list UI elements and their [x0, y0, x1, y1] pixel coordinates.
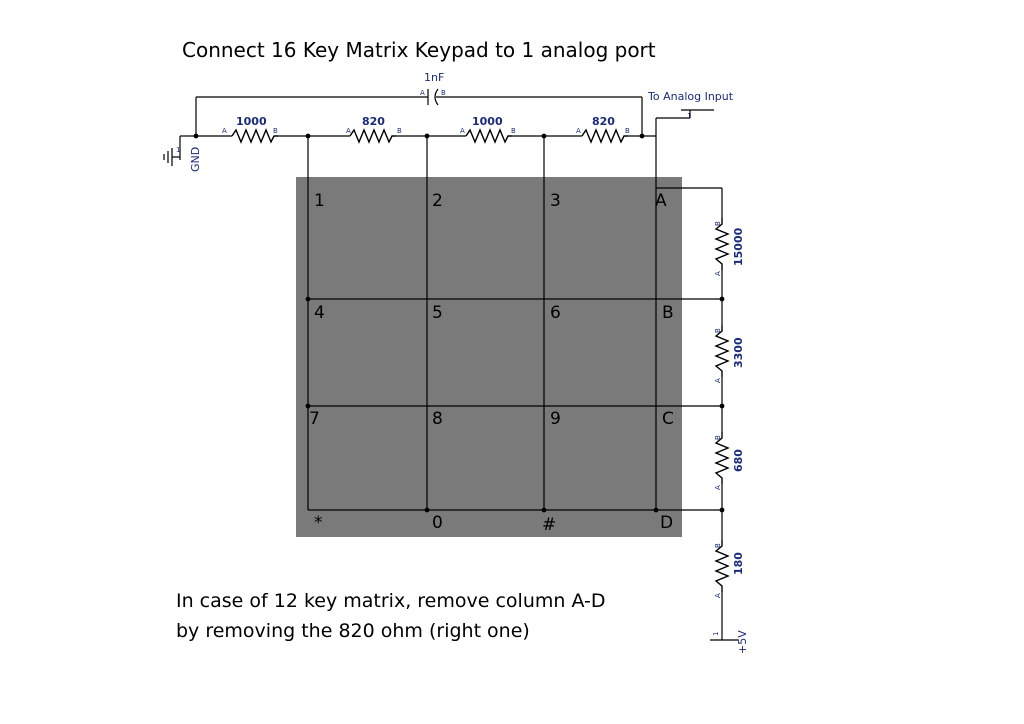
capacitor-value: 1nF	[424, 71, 444, 84]
key-8: 8	[432, 409, 443, 429]
resistor-top-1: 1000 A B	[222, 115, 278, 144]
resistor-top-2: 820 A B	[346, 115, 402, 144]
gnd-symbol: 1 GND	[163, 146, 202, 172]
vcc-pin-1: 1	[712, 632, 720, 636]
capacitor-pin-b: B	[441, 89, 446, 97]
resistor-right-3-pin-a: A	[714, 485, 722, 490]
junction-dots	[193, 133, 725, 513]
resistor-top-4-value: 820	[592, 115, 615, 128]
resistor-right-4-value: 180	[732, 552, 745, 575]
resistor-top-4-pin-a: A	[576, 127, 581, 135]
resistor-right-2-pin-b: B	[714, 328, 722, 333]
keypad-column-lines	[307, 136, 657, 510]
key-7: 7	[309, 409, 320, 429]
resistor-right-2-value: 3300	[732, 337, 745, 368]
key-4: 4	[314, 303, 325, 323]
resistor-top-4: 820 A B	[576, 115, 630, 144]
resistor-top-2-value: 820	[362, 115, 385, 128]
analog-input-label: To Analog Input	[647, 90, 734, 103]
key-d: D	[660, 513, 673, 533]
key-5: 5	[432, 303, 443, 323]
resistor-right-3-value: 680	[732, 449, 745, 472]
diagram-title: Connect 16 Key Matrix Keypad to 1 analog…	[182, 38, 656, 62]
key-9: 9	[550, 409, 561, 429]
resistor-right-4: 180 A B	[714, 540, 745, 598]
resistor-top-3: 1000 A B	[460, 115, 516, 144]
gnd-pin-1: 1	[176, 146, 180, 154]
keypad-panel	[296, 177, 682, 537]
key-b: B	[662, 303, 674, 323]
resistor-right-3: 680 A B	[714, 432, 745, 490]
capacitor-pin-a: A	[420, 89, 425, 97]
note-line-1: In case of 12 key matrix, remove column …	[176, 590, 606, 612]
resistor-right-1-pin-b: B	[714, 221, 722, 226]
gnd-label: GND	[189, 147, 202, 172]
resistor-top-2-pin-a: A	[346, 127, 351, 135]
key-star: *	[314, 513, 323, 533]
resistor-right-3-pin-b: B	[714, 435, 722, 440]
vcc-label: +5V	[736, 630, 749, 654]
resistor-top-1-pin-a: A	[222, 127, 227, 135]
resistor-right-1-pin-a: A	[714, 271, 722, 276]
resistor-top-4-pin-b: B	[625, 127, 630, 135]
key-3: 3	[550, 191, 561, 211]
resistor-right-4-pin-b: B	[714, 543, 722, 548]
key-2: 2	[432, 191, 443, 211]
vcc-symbol: 1 +5V	[710, 630, 749, 654]
capacitor-1nf: 1nF A B	[420, 71, 446, 106]
resistor-top-3-pin-a: A	[460, 127, 465, 135]
keypad-row-lines	[308, 187, 722, 511]
key-1: 1	[314, 191, 325, 211]
resistor-right-2-pin-a: A	[714, 378, 722, 383]
resistor-top-1-pin-b: B	[273, 127, 278, 135]
key-0: 0	[432, 513, 443, 533]
key-6: 6	[550, 303, 561, 323]
key-c: C	[662, 409, 674, 429]
keypad-keys: 1 2 3 A 4 5 6 B 7 8 9 C * 0 # D	[309, 191, 674, 535]
resistor-right-1: 15000 A B	[714, 218, 745, 276]
resistor-top-1-value: 1000	[236, 115, 267, 128]
analog-pin-1: 1	[687, 112, 691, 120]
resistor-right-1-value: 15000	[732, 227, 745, 266]
resistor-top-3-pin-b: B	[511, 127, 516, 135]
key-a: A	[655, 191, 667, 211]
resistor-right-4-pin-a: A	[714, 593, 722, 598]
resistor-top-2-pin-b: B	[397, 127, 402, 135]
note-line-2: by removing the 820 ohm (right one)	[176, 620, 530, 642]
resistor-top-3-value: 1000	[472, 115, 503, 128]
key-hash: #	[542, 515, 556, 535]
resistor-right-2: 3300 A B	[714, 325, 745, 383]
